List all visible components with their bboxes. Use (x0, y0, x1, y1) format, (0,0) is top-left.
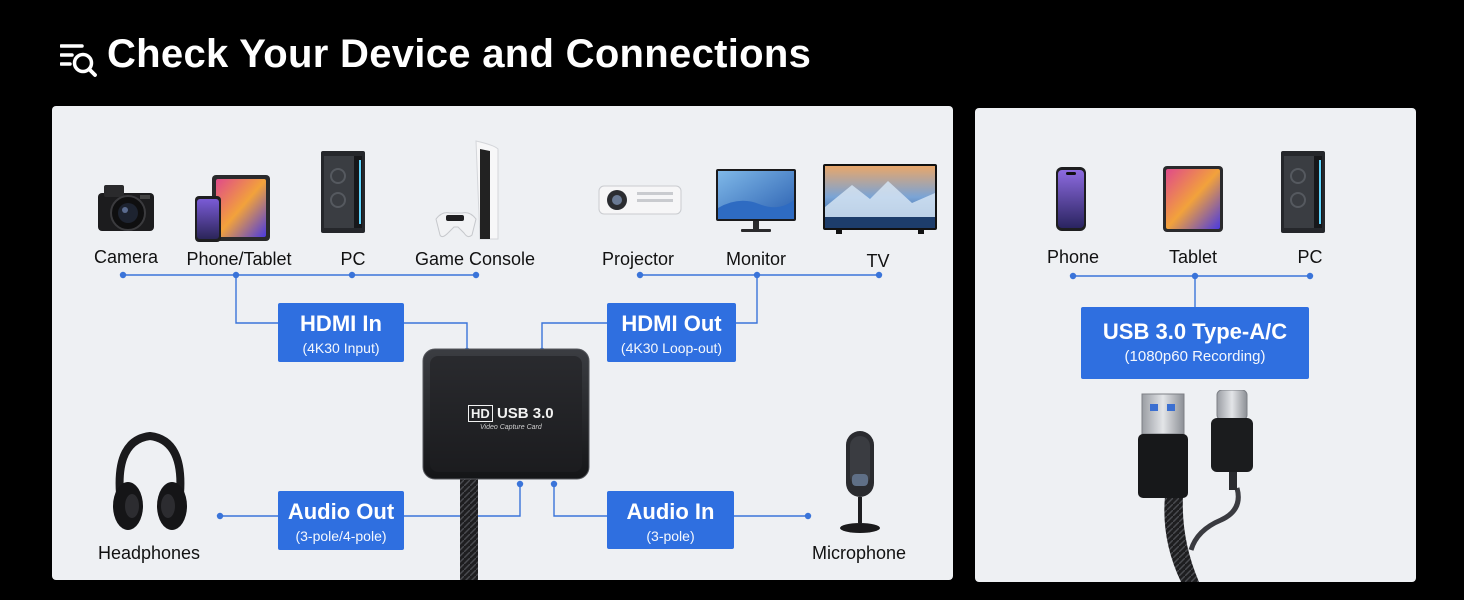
audio-in-title: Audio In (626, 499, 715, 524)
search-list-icon (60, 44, 97, 77)
headphones-icon (113, 431, 187, 530)
page-title: Check Your Device and Connections (107, 32, 812, 76)
device-label-camera: Camera (93, 247, 159, 267)
device-label-phone: Phone (1046, 247, 1100, 267)
hdmi-out-title: HDMI Out (621, 311, 722, 336)
audio-in-subtitle: (3-pole) (646, 528, 695, 544)
device-label-monitor: Monitor (725, 249, 787, 269)
audio-out-title: Audio Out (287, 499, 395, 524)
pc-tower-icon (321, 151, 365, 233)
device-label-pc-right: PC (1297, 247, 1323, 267)
device-label-phone-tablet: Phone/Tablet (186, 249, 292, 269)
device-label-projector: Projector (601, 249, 675, 269)
phone-tablet-icon (195, 175, 270, 242)
capture-card-body (422, 348, 590, 580)
device-label-tablet: Tablet (1168, 247, 1218, 267)
audio-out-port-box: Audio Out (3-pole/4-pole) (278, 491, 404, 550)
monitor-icon (716, 169, 796, 232)
capture-card: HD USB 3.0 Video Capture Card (422, 348, 590, 580)
audio-out-subtitle: (3-pole/4-pole) (295, 528, 387, 544)
audio-in-port-box: Audio In (3-pole) (607, 491, 734, 549)
tv-icon (823, 164, 937, 234)
capture-card-brand: HD USB 3.0 (468, 405, 554, 422)
device-label-tv: TV (866, 251, 890, 271)
tablet-icon (1163, 166, 1223, 232)
pc-tower-icon (1281, 151, 1325, 233)
brand-mark: HD (468, 405, 493, 422)
hdmi-out-port-box: HDMI Out (4K30 Loop-out) (607, 303, 736, 362)
capture-card-model: USB 3.0 (496, 405, 554, 422)
usb-port-box: USB 3.0 Type-A/C (1080p60 Recording) (1081, 307, 1309, 379)
device-label-game-console: Game Console (414, 249, 536, 269)
device-label-headphones: Headphones (97, 543, 201, 563)
usb-title: USB 3.0 Type-A/C (1102, 319, 1288, 344)
connections-panel: Camera Phone/Tablet PC Game Console Proj… (52, 106, 953, 580)
hdmi-out-subtitle: (4K30 Loop-out) (620, 340, 723, 356)
device-label-microphone: Microphone (811, 543, 907, 563)
hdmi-in-title: HDMI In (300, 311, 382, 336)
usb-connection-lines (1069, 272, 1314, 308)
usb-subtitle: (1080p60 Recording) (1124, 348, 1266, 365)
capture-card-subtitle: Video Capture Card (480, 424, 542, 431)
hdmi-in-port-box: HDMI In (4K30 Input) (278, 303, 404, 362)
phone-icon (1056, 167, 1086, 231)
usb-connection-panel: Phone Tablet PC USB 3.0 Type-A/C (1080p6… (975, 108, 1416, 582)
microphone-icon (840, 431, 880, 533)
usb-cable-icon (1138, 390, 1253, 582)
device-label-pc: PC (340, 249, 366, 269)
camera-icon (98, 185, 154, 231)
projector-icon (598, 185, 682, 215)
game-console-icon (435, 140, 499, 240)
connection-lines (119, 271, 883, 520)
hdmi-in-subtitle: (4K30 Input) (302, 340, 380, 356)
